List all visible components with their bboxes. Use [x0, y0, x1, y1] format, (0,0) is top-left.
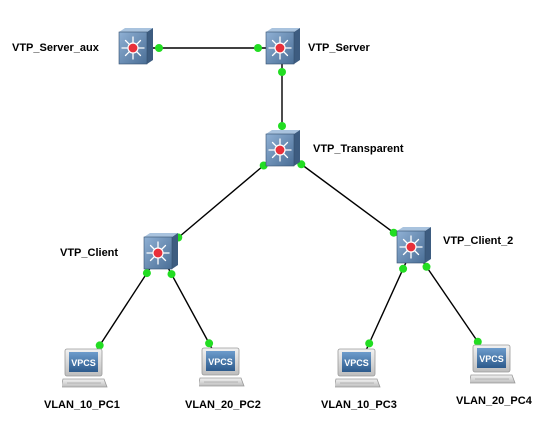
links-layer — [84, 44, 494, 369]
vpcs-screen-text: VPCS — [71, 358, 96, 368]
multilayer-switch-icon — [118, 27, 154, 65]
node-sw-transparent[interactable] — [265, 129, 301, 167]
node-sw-aux[interactable] — [118, 27, 154, 65]
link-status-dot — [278, 68, 286, 76]
label-vtp-server-aux: VTP_Server_aux — [12, 42, 99, 54]
link-status-dot — [389, 228, 398, 237]
vpcs-screen-text: VPCS — [208, 357, 233, 367]
multilayer-switch-icon — [265, 27, 301, 65]
node-sw-client2[interactable] — [396, 226, 432, 264]
vpcs-icon — [199, 347, 245, 387]
link-status-dot — [278, 122, 286, 130]
multilayer-switch-icon — [396, 226, 432, 264]
multilayer-switch-icon — [265, 129, 301, 167]
link-status-dot — [142, 269, 151, 278]
node-sw-client[interactable] — [143, 232, 179, 270]
label-vlan-10-pc3: VLAN_10_PC3 — [321, 399, 397, 411]
label-vtp-transparent: VTP_Transparent — [313, 143, 404, 155]
node-sw-server[interactable] — [265, 27, 301, 65]
link-status-dot — [365, 339, 374, 348]
node-pc1[interactable]: VPCS — [61, 348, 108, 388]
link-status-dot — [254, 44, 262, 52]
vpcs-screen-text: VPCS — [479, 354, 504, 364]
label-vlan-20-pc2: VLAN_20_PC2 — [185, 399, 261, 411]
label-vtp-client-2: VTP_Client_2 — [443, 235, 514, 247]
label-vlan-20-pc4: VLAN_20_PC4 — [456, 395, 532, 407]
multilayer-switch-icon — [143, 232, 179, 270]
link-status-dot — [205, 339, 214, 348]
label-vlan-10-pc1: VLAN_10_PC1 — [44, 399, 120, 411]
node-pc2[interactable]: VPCS — [198, 347, 245, 387]
link-status-dot — [95, 341, 104, 350]
link-status-dot — [473, 337, 482, 346]
link-status-dot — [167, 270, 176, 279]
link-status-dot — [399, 264, 408, 273]
link-status-dot — [155, 44, 163, 52]
vpcs-screen-text: VPCS — [344, 358, 369, 368]
nodes-layer: VPCS VPCS VPCS VPCS — [61, 27, 516, 388]
vpcs-icon — [335, 348, 381, 388]
vpcs-icon — [470, 344, 516, 384]
node-pc3[interactable]: VPCS — [334, 348, 381, 388]
label-vtp-client: VTP_Client — [60, 247, 119, 259]
node-pc4[interactable]: VPCS — [469, 344, 516, 384]
label-vtp-server: VTP_Server — [308, 42, 370, 54]
vpcs-icon — [62, 348, 108, 388]
link-status-dot — [422, 262, 431, 271]
